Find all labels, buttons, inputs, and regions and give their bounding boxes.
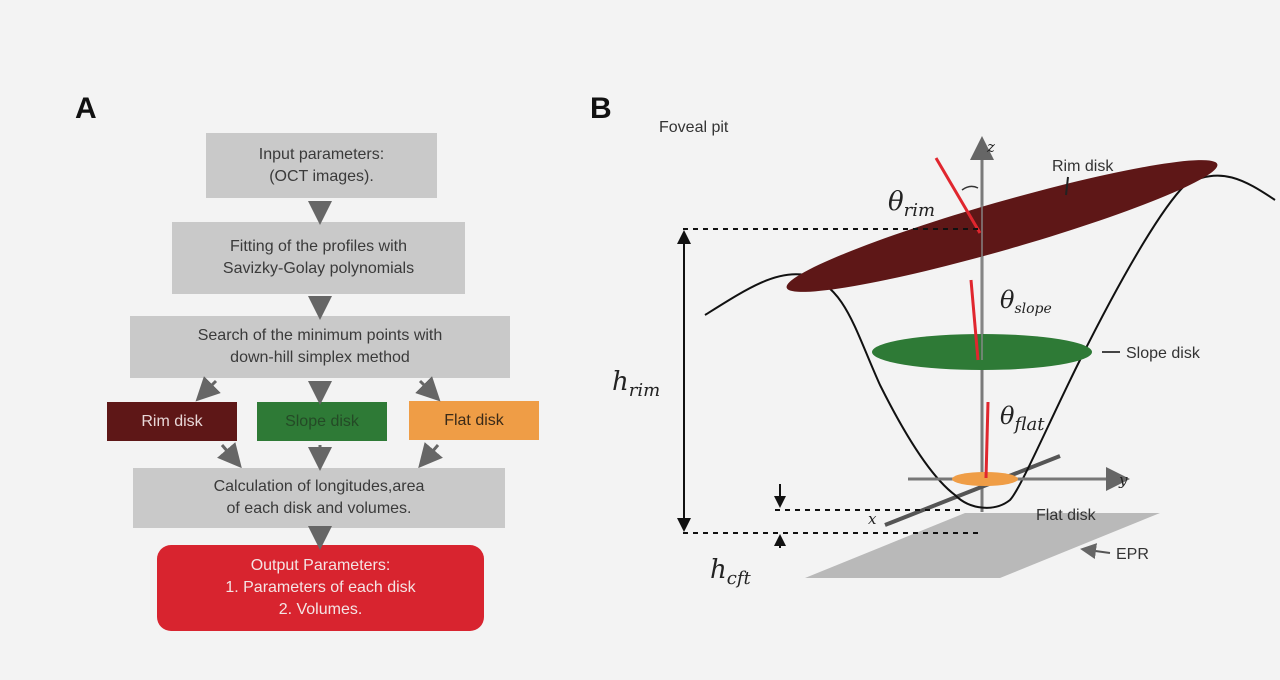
rim-normal-vector	[934, 157, 982, 234]
calculation-box: Calculation of longitudes,area of each d…	[133, 468, 505, 528]
flat-disk-box: Flat disk	[409, 401, 539, 440]
rim-angle-arc	[961, 185, 979, 191]
panel-a-letter: A	[75, 92, 97, 125]
y-axis-label: y	[1118, 471, 1128, 489]
slope-disk-box: Slope disk	[257, 402, 387, 441]
flat-disk-ellipse	[952, 472, 1018, 486]
output-parameters-box: Output Parameters: 1. Parameters of each…	[157, 545, 484, 631]
theta-flat-label: θflat	[1000, 402, 1045, 435]
arrow-search-rim	[195, 376, 221, 402]
slope-normal-vector	[969, 279, 980, 361]
epr-plane	[805, 513, 1160, 578]
epr-leader	[1080, 543, 1111, 560]
x-axis	[884, 454, 1061, 527]
rim-disk-label: Rim disk	[1052, 158, 1114, 175]
arrow-rim-calc	[217, 442, 242, 469]
panel-b-letter: B	[590, 92, 612, 125]
fitting-profiles-box: Fitting of the profiles with Savizky-Gol…	[172, 222, 465, 294]
minimum-search-box: Search of the minimum points with down-h…	[130, 316, 510, 378]
foveal-pit-title: Foveal pit	[659, 119, 729, 136]
flat-disk-label: Flat disk	[1036, 507, 1097, 524]
theta-rim-label: θrim	[888, 187, 935, 221]
z-axis-label: z	[986, 138, 995, 156]
flat-normal-vector	[984, 401, 990, 479]
arrow-search-flat	[415, 376, 441, 402]
rim-disk-box: Rim disk	[107, 402, 237, 441]
arrow-flat-calc	[418, 442, 443, 469]
h-rim-arrow-top	[677, 230, 691, 244]
rim-disk-leader	[1065, 176, 1069, 196]
h-cft-label: hcft	[710, 555, 751, 589]
input-parameters-box: Input parameters: (OCT images).	[206, 133, 437, 198]
h-rim-arrow-bottom	[677, 518, 691, 532]
theta-slope-label: θslope	[1000, 286, 1052, 317]
h-rim-label: hrim	[612, 367, 660, 401]
epr-label: EPR	[1116, 546, 1149, 563]
slope-disk-label: Slope disk	[1126, 345, 1201, 362]
x-axis-label: x	[868, 510, 877, 528]
rim-disk-ellipse	[786, 160, 1218, 292]
